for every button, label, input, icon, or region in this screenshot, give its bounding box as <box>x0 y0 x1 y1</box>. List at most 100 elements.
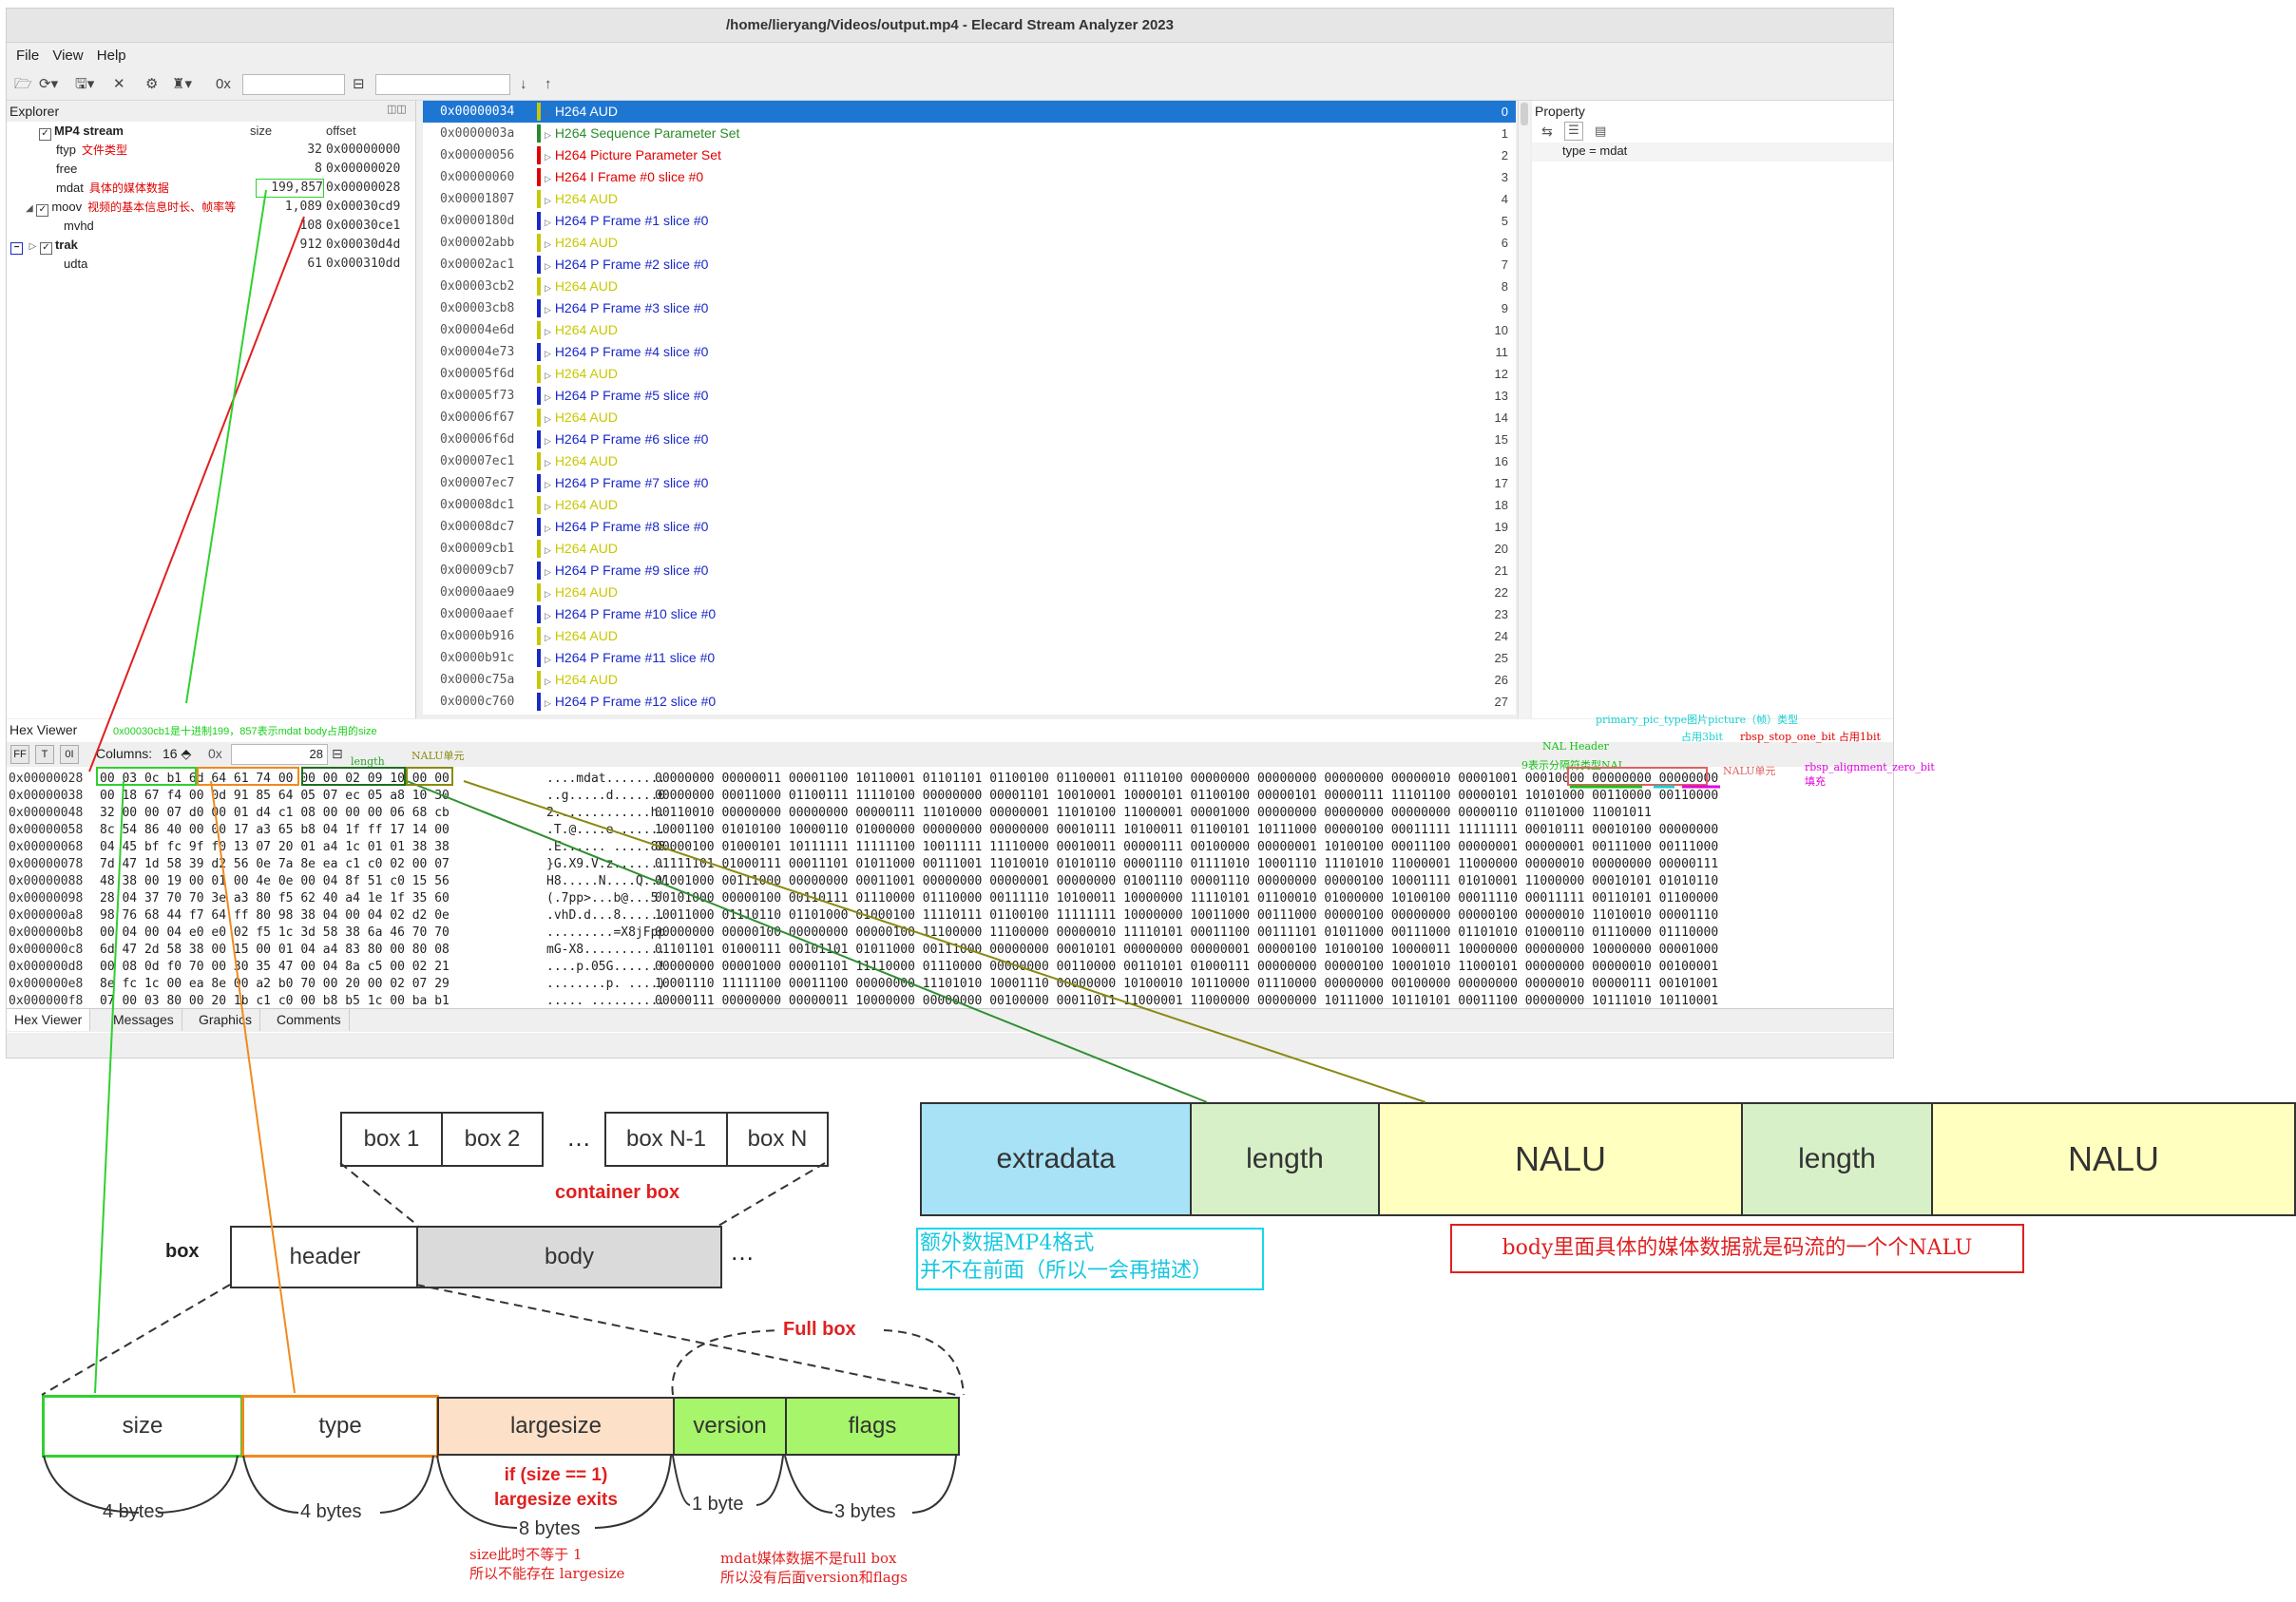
expand-arrow-icon[interactable]: ▷ <box>545 152 551 162</box>
property-list-icon[interactable]: ▤ <box>1595 124 1607 138</box>
arrow-up-icon[interactable]: ↑ <box>545 76 552 92</box>
expand-arrow-icon[interactable]: ▷ <box>545 611 551 620</box>
expand-arrow-icon[interactable]: ▷ <box>545 239 551 249</box>
columns-select[interactable]: 16 ⬘ <box>163 746 191 762</box>
hex-binary-button[interactable]: 0I <box>60 745 79 764</box>
menu-file[interactable]: File <box>16 48 40 64</box>
goto-offset-icon[interactable]: ⊟ <box>332 746 343 761</box>
expand-arrow-icon[interactable]: ▷ <box>545 589 551 599</box>
expand-arrow-icon[interactable]: ▷ <box>545 545 551 555</box>
expand-arrow-icon[interactable]: ▷ <box>545 633 551 642</box>
reload-icon[interactable]: ⟳▾ <box>39 76 59 92</box>
save-icon[interactable]: 🖫▾ <box>75 76 95 92</box>
expand-arrow-icon[interactable]: ▷ <box>545 283 551 293</box>
hex-search-input[interactable] <box>242 74 345 95</box>
expand-arrow-icon[interactable]: ▷ <box>545 655 551 664</box>
expand-arrow-icon[interactable]: ▷ <box>545 108 551 118</box>
expand-arrow-icon[interactable]: ▷ <box>545 480 551 489</box>
tree-row-mvhd[interactable]: mvhd 108 0x00030ce1 <box>7 217 415 236</box>
expand-arrow-icon[interactable]: ▷ <box>29 241 37 252</box>
menu-help[interactable]: Help <box>96 48 126 64</box>
panel-float-icon[interactable]: ◫◫ <box>387 104 407 115</box>
expand-arrow-icon[interactable]: ◢ <box>26 203 33 214</box>
offset-input[interactable]: 28 <box>231 744 328 765</box>
checkbox-icon[interactable]: ✓ <box>39 128 51 141</box>
checkbox-icon[interactable]: ✓ <box>36 204 49 217</box>
spin-icon[interactable]: ⬘ <box>181 746 192 761</box>
tab-messages[interactable]: Messages <box>105 1009 182 1031</box>
close-icon[interactable]: ✕ <box>113 76 125 92</box>
expand-arrow-icon[interactable]: ▷ <box>545 414 551 424</box>
expand-arrow-icon[interactable]: ▷ <box>545 196 551 205</box>
tree-row-free[interactable]: free 8 0x00000020 <box>7 160 415 179</box>
hex-ff-button[interactable]: FF <box>10 745 29 764</box>
filter-icon[interactable]: ♜▾ <box>172 76 192 92</box>
expand-arrow-icon[interactable]: ▷ <box>545 524 551 533</box>
tab-hex-viewer[interactable]: Hex Viewer <box>7 1009 91 1031</box>
expand-arrow-icon[interactable]: ▷ <box>545 677 551 686</box>
stream-scrollbar[interactable] <box>1518 101 1530 718</box>
open-file-icon[interactable]: 🗁 <box>14 76 32 92</box>
expand-arrow-icon[interactable]: ▷ <box>545 567 551 577</box>
tree-row-mp4-stream[interactable]: ✓MP4 stream size offset <box>7 122 415 141</box>
expand-arrow-icon[interactable]: ▷ <box>545 392 551 402</box>
property-sort-icon[interactable]: ⇆ <box>1541 124 1553 139</box>
settings-gear-icon[interactable]: ⚙ <box>145 76 159 92</box>
expand-arrow-icon[interactable]: ▷ <box>545 327 551 336</box>
expand-arrow-icon[interactable]: ▷ <box>545 502 551 511</box>
expand-arrow-icon[interactable]: ▷ <box>545 436 551 446</box>
collapse-box-icon[interactable]: − <box>10 242 23 255</box>
expand-arrow-icon[interactable]: ▷ <box>545 458 551 467</box>
tab-comments[interactable]: Comments <box>269 1009 350 1031</box>
tree-row-trak[interactable]: − ▷ ✓trak 912 0x00030d4d <box>7 236 415 255</box>
arrow-down-icon[interactable]: ↓ <box>520 76 527 92</box>
checkbox-icon[interactable]: ✓ <box>39 242 52 255</box>
expand-arrow-icon[interactable]: ▷ <box>545 174 551 183</box>
expand-arrow-icon[interactable]: ▷ <box>545 218 551 227</box>
expand-arrow-icon[interactable]: ▷ <box>545 130 551 140</box>
expand-arrow-icon[interactable]: ▷ <box>545 698 551 708</box>
expand-arrow-icon[interactable]: ▷ <box>545 305 551 315</box>
menu-view[interactable]: View <box>52 48 84 64</box>
